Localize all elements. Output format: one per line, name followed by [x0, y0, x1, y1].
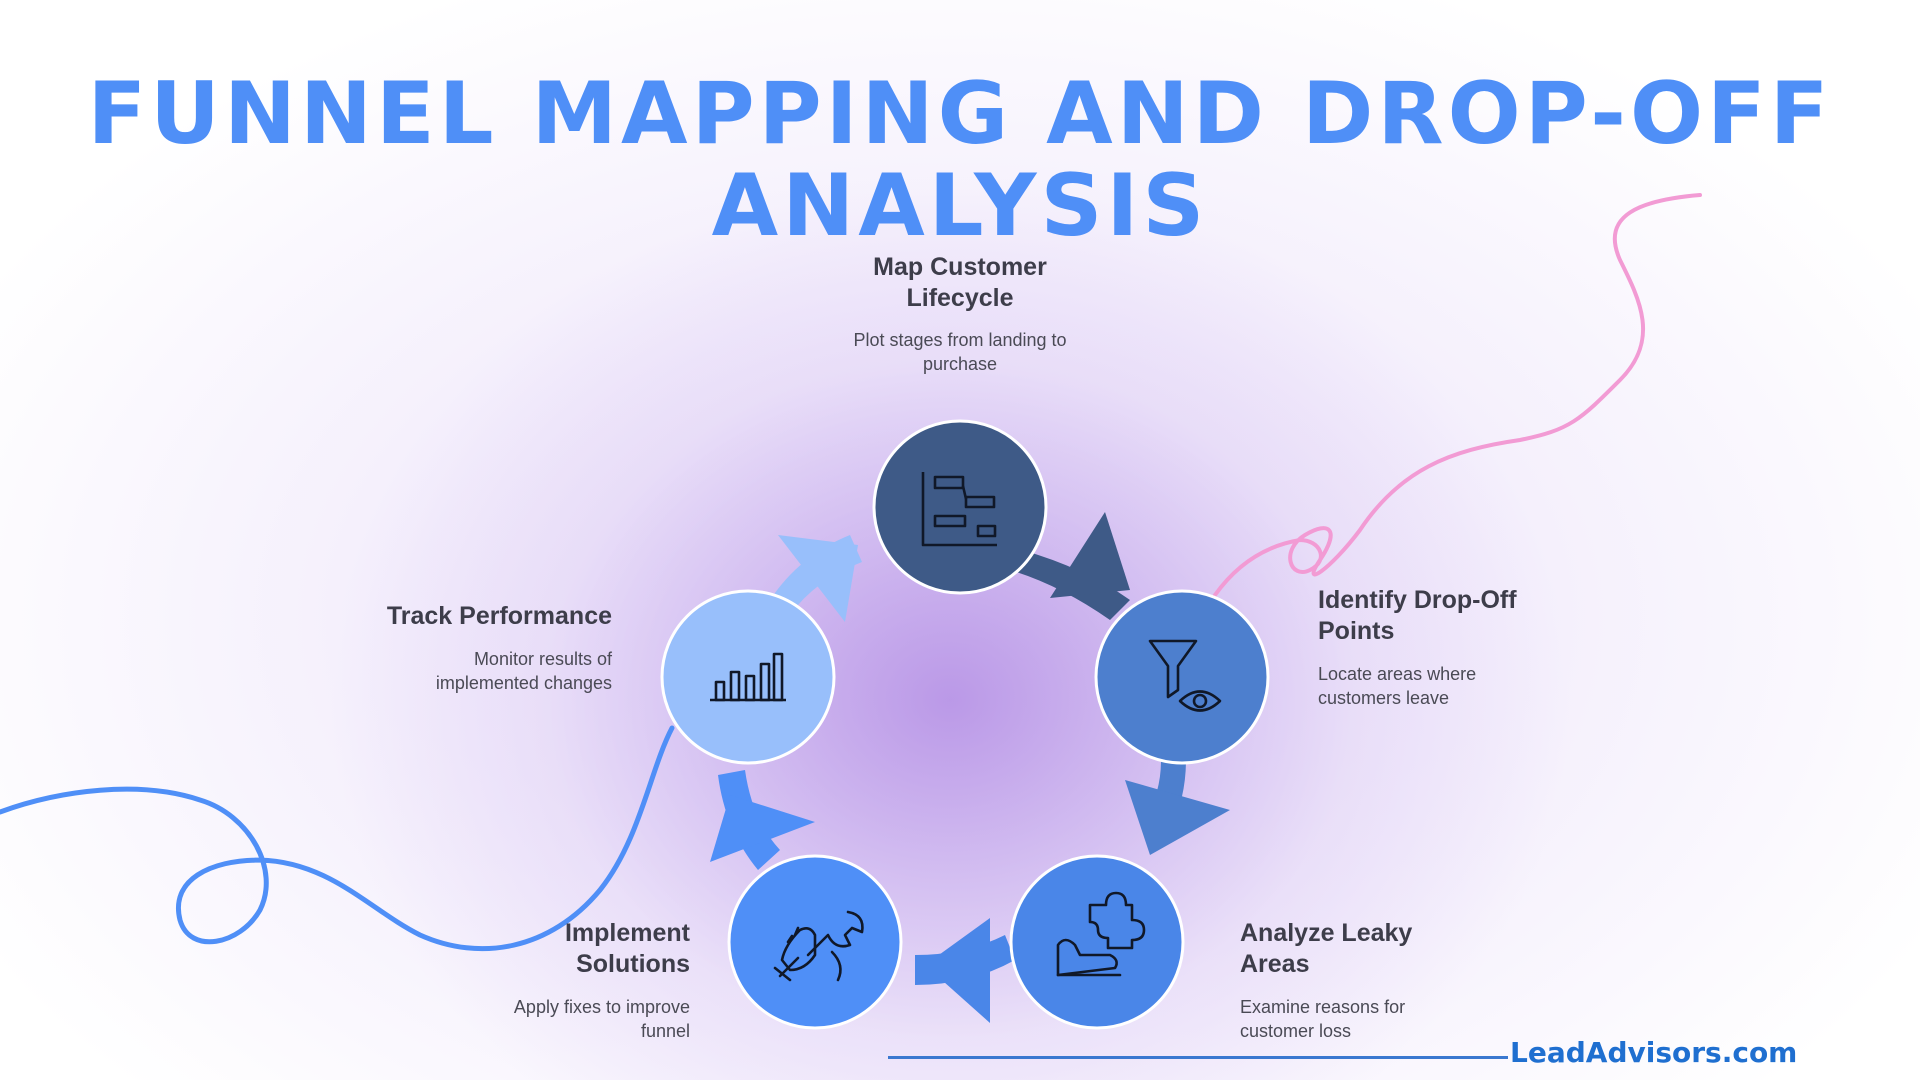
step-circle-map-lifecycle — [872, 419, 1048, 595]
step-circle-analyze-leaky — [1009, 854, 1185, 1030]
step-desc-analyze-leaky: Examine reasons for customer loss — [1240, 997, 1406, 1041]
page-title: FUNNEL MAPPING AND DROP-OFF ANALYSIS — [0, 68, 1920, 252]
step-desc-map-lifecycle: Plot stages from landing to purchase — [853, 330, 1067, 374]
cycle-arrows — [710, 512, 1230, 1023]
step-title-identify-dropoff: Identify Drop-Off Points — [1318, 586, 1517, 645]
step-title-implement-solutions: Implement Solutions — [564, 919, 690, 978]
brand-underline — [888, 1056, 1508, 1059]
arrow-head-track-to-map — [778, 535, 858, 622]
step-circle-identify-dropoff — [1094, 589, 1270, 765]
step-desc-identify-dropoff: Locate areas where customers leave — [1318, 664, 1477, 708]
step-desc-implement-solutions: Apply fixes to improve funnel — [513, 997, 690, 1041]
step-circle-implement-solutions — [727, 854, 903, 1030]
arrow-head-map-to-identify — [1050, 512, 1130, 598]
arrow-head-identify-to-analyze — [1125, 780, 1230, 855]
blue-squiggle — [0, 725, 675, 952]
step-title-track-performance: Track Performance — [386, 602, 612, 630]
pink-squiggle — [1213, 193, 1702, 597]
arrow-head-implement-to-track — [710, 795, 815, 862]
gantt-chart-icon — [921, 472, 997, 547]
puzzle-hand-icon — [1056, 891, 1146, 977]
hand-wrench-icon — [773, 910, 864, 982]
step-circle-track-performance — [660, 589, 836, 765]
title-line-2: ANALYSIS — [711, 156, 1209, 256]
bar-chart-icon — [710, 652, 786, 702]
arrow-head-analyze-to-implement — [925, 918, 990, 1023]
step-desc-track-performance: Monitor results of implemented changes — [435, 649, 612, 693]
step-title-analyze-leaky: Analyze Leaky Areas — [1240, 919, 1413, 978]
title-line-1: FUNNEL MAPPING AND DROP-OFF — [87, 64, 1833, 164]
step-title-map-lifecycle: Map Customer Lifecycle — [873, 253, 1047, 312]
funnel-eye-icon — [1148, 639, 1222, 712]
brand-link[interactable]: LeadAdvisors.com — [1510, 1036, 1798, 1069]
